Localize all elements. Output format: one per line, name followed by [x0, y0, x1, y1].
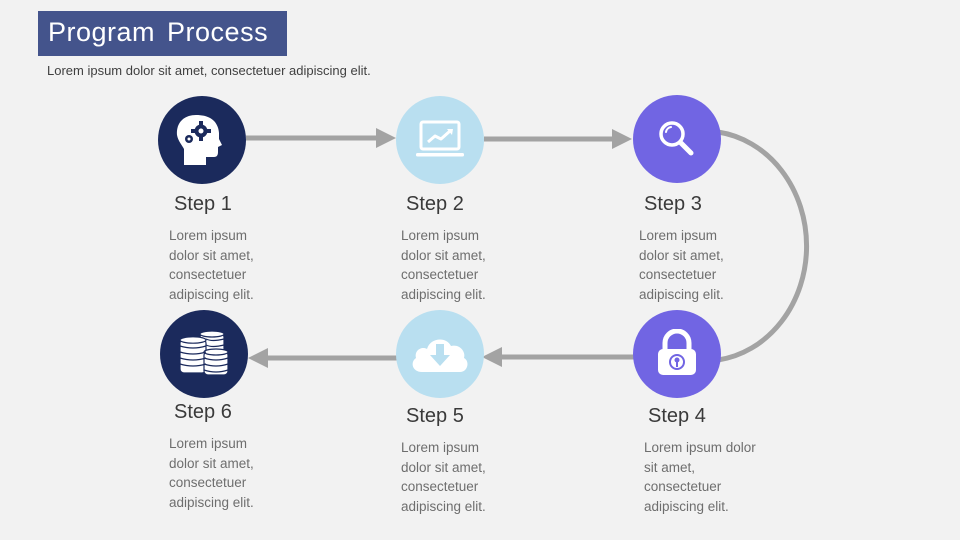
- step-3-node[interactable]: [633, 95, 721, 183]
- magnifier-icon: [659, 121, 694, 156]
- step-4-description: Lorem ipsum dolor sit amet, consectetuer…: [644, 440, 756, 514]
- page-title: Program Process: [48, 17, 269, 47]
- step-1-description: Lorem ipsum dolor sit amet, consectetuer…: [169, 228, 254, 302]
- head-gears-icon: [176, 115, 222, 165]
- step-6-label: Step 6: [174, 401, 232, 423]
- page-subtitle: Lorem ipsum dolor sit amet, consectetuer…: [47, 63, 371, 78]
- step-5-node[interactable]: [396, 310, 484, 398]
- step-5-description: Lorem ipsum dolor sit amet, consectetuer…: [401, 440, 486, 514]
- step-4-label: Step 4: [648, 405, 706, 427]
- step-2-description: Lorem ipsum dolor sit amet, consectetuer…: [401, 228, 486, 302]
- title-banner: Program Process: [38, 11, 287, 56]
- coin-stacks-icon: [179, 330, 229, 376]
- step-3-description: Lorem ipsum dolor sit amet, consectetuer…: [639, 228, 724, 302]
- cloud-download-icon: [412, 339, 468, 372]
- step-1-node[interactable]: [158, 96, 246, 184]
- step-6-description: Lorem ipsum dolor sit amet, consectetuer…: [169, 436, 254, 510]
- step-3-label: Step 3: [644, 193, 702, 215]
- step-5-label: Step 5: [406, 405, 464, 427]
- curve-step3-to-step4: [717, 129, 810, 363]
- step-2-label: Step 2: [406, 193, 464, 215]
- step-2-node[interactable]: [396, 96, 484, 184]
- step-6-node[interactable]: [160, 310, 248, 398]
- step-1-label: Step 1: [174, 193, 232, 215]
- padlock-icon: [658, 329, 696, 375]
- laptop-chart-icon: [416, 120, 464, 157]
- step-4-node[interactable]: [633, 310, 721, 398]
